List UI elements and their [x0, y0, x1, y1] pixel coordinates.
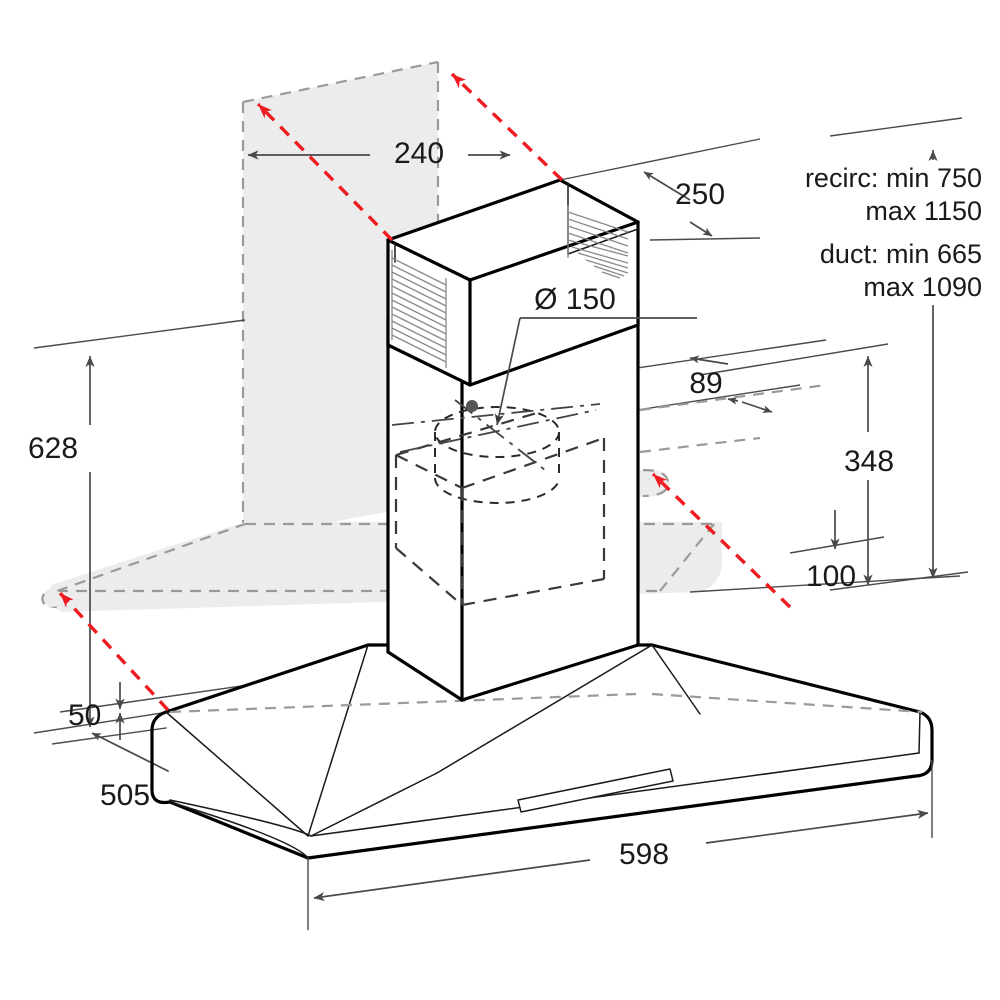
- dimension-598: 598: [307, 760, 933, 930]
- dim-label-348: 348: [844, 445, 894, 478]
- hidden-duct-cylinder: [434, 406, 560, 504]
- dimension-overall-height: [829, 117, 969, 591]
- dimension-100: 100: [689, 510, 961, 593]
- note-recirc-max: max 1150: [865, 196, 982, 226]
- red-adjustment-arrows: [58, 72, 792, 712]
- hood-canopy: [150, 643, 934, 860]
- chimney-lower: [386, 298, 640, 702]
- dim-label-100: 100: [806, 560, 856, 593]
- dimension-628: 628: [28, 319, 246, 734]
- chimney-extension-guides: [639, 383, 827, 454]
- vent-grille-right: [567, 205, 629, 279]
- dimension-240: 240: [247, 137, 511, 170]
- duct-center-lines: [391, 399, 601, 471]
- note-duct-max: max 1090: [863, 272, 982, 302]
- duct-diameter-leader: Ø 150: [494, 283, 697, 426]
- dim-label-628: 628: [28, 432, 78, 465]
- dim-label-50: 50: [68, 699, 101, 732]
- note-duct-min: duct: min 665: [820, 239, 982, 269]
- control-slot: [517, 768, 674, 813]
- installation-height-notes: recirc: min 750 max 1150 duct: min 665 m…: [805, 163, 982, 302]
- dim-label-505: 505: [100, 779, 150, 812]
- dim-label-diameter-150: Ø 150: [534, 283, 616, 316]
- dimension-250: 250: [559, 138, 761, 241]
- dim-label-240: 240: [394, 137, 444, 170]
- dim-label-598: 598: [619, 838, 669, 871]
- vent-grille-left: [391, 250, 447, 368]
- chimney-upper-telescopic: [386, 178, 640, 387]
- dim-label-250: 250: [675, 178, 725, 211]
- canopy-hidden-rear-edge: [169, 692, 923, 714]
- note-recirc-min: recirc: min 750: [805, 163, 982, 193]
- dimension-348: 348: [699, 343, 894, 586]
- dim-label-89: 89: [689, 367, 722, 400]
